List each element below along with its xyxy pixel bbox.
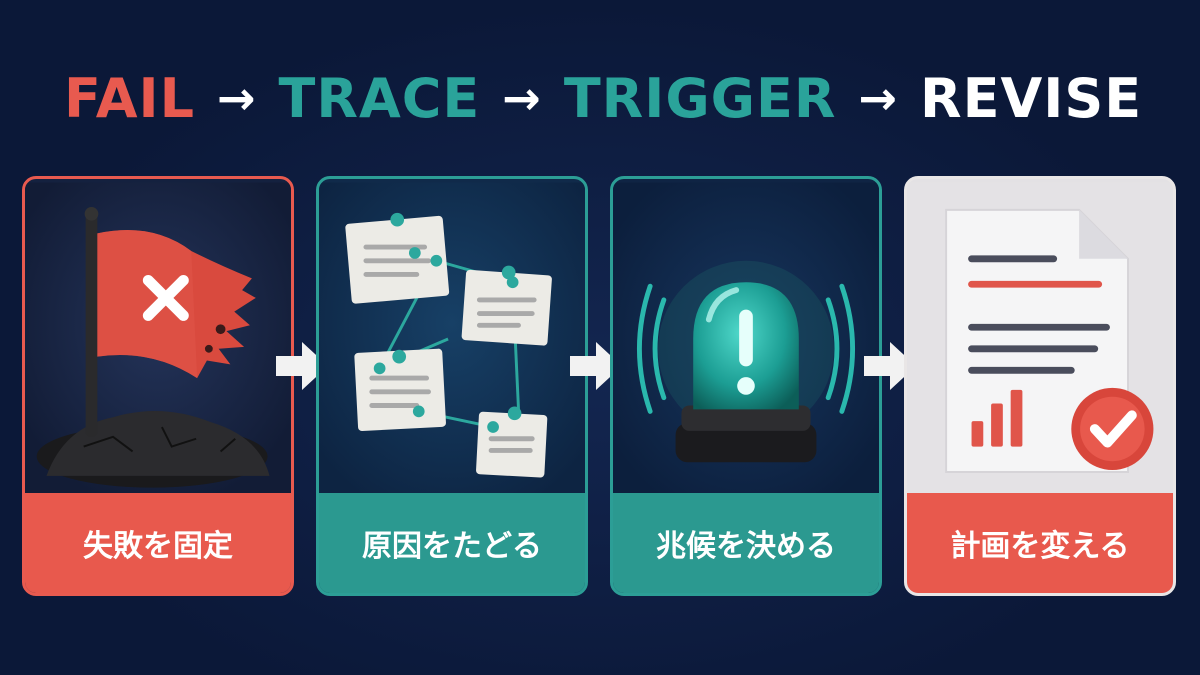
card-label-fail: 失敗を固定 [25, 493, 291, 593]
alarm-siren-icon [613, 182, 879, 496]
step-card-trigger: 兆候を決める [610, 176, 882, 596]
step-title-fail: FAIL [64, 66, 195, 130]
step-card-trace: 原因をたどる [316, 176, 588, 596]
arrow-right-icon [864, 342, 916, 390]
title-arrow: → [216, 71, 257, 125]
card-label-trace: 原因をたどる [319, 493, 585, 593]
torn-flag-icon [25, 182, 291, 496]
step-title-trigger: TRIGGER [563, 66, 837, 130]
pinned-notes-network-icon [319, 182, 585, 496]
title-arrow: → [502, 71, 542, 125]
step-card-revise: 計画を変える [904, 176, 1176, 596]
step-title-trace: TRACE [278, 66, 481, 130]
arrow-right-icon [276, 342, 328, 390]
arrow-right-icon [570, 342, 622, 390]
card-label-revise: 計画を変える [907, 493, 1173, 593]
card-label-trigger: 兆候を決める [613, 493, 879, 593]
title-arrow: → [858, 71, 898, 125]
step-card-fail: 失敗を固定 [22, 176, 294, 596]
process-title: FAIL → TRACE → TRIGGER → REVISE [64, 58, 1160, 138]
step-title-revise: REVISE [919, 66, 1143, 130]
revised-document-check-icon [907, 182, 1173, 496]
